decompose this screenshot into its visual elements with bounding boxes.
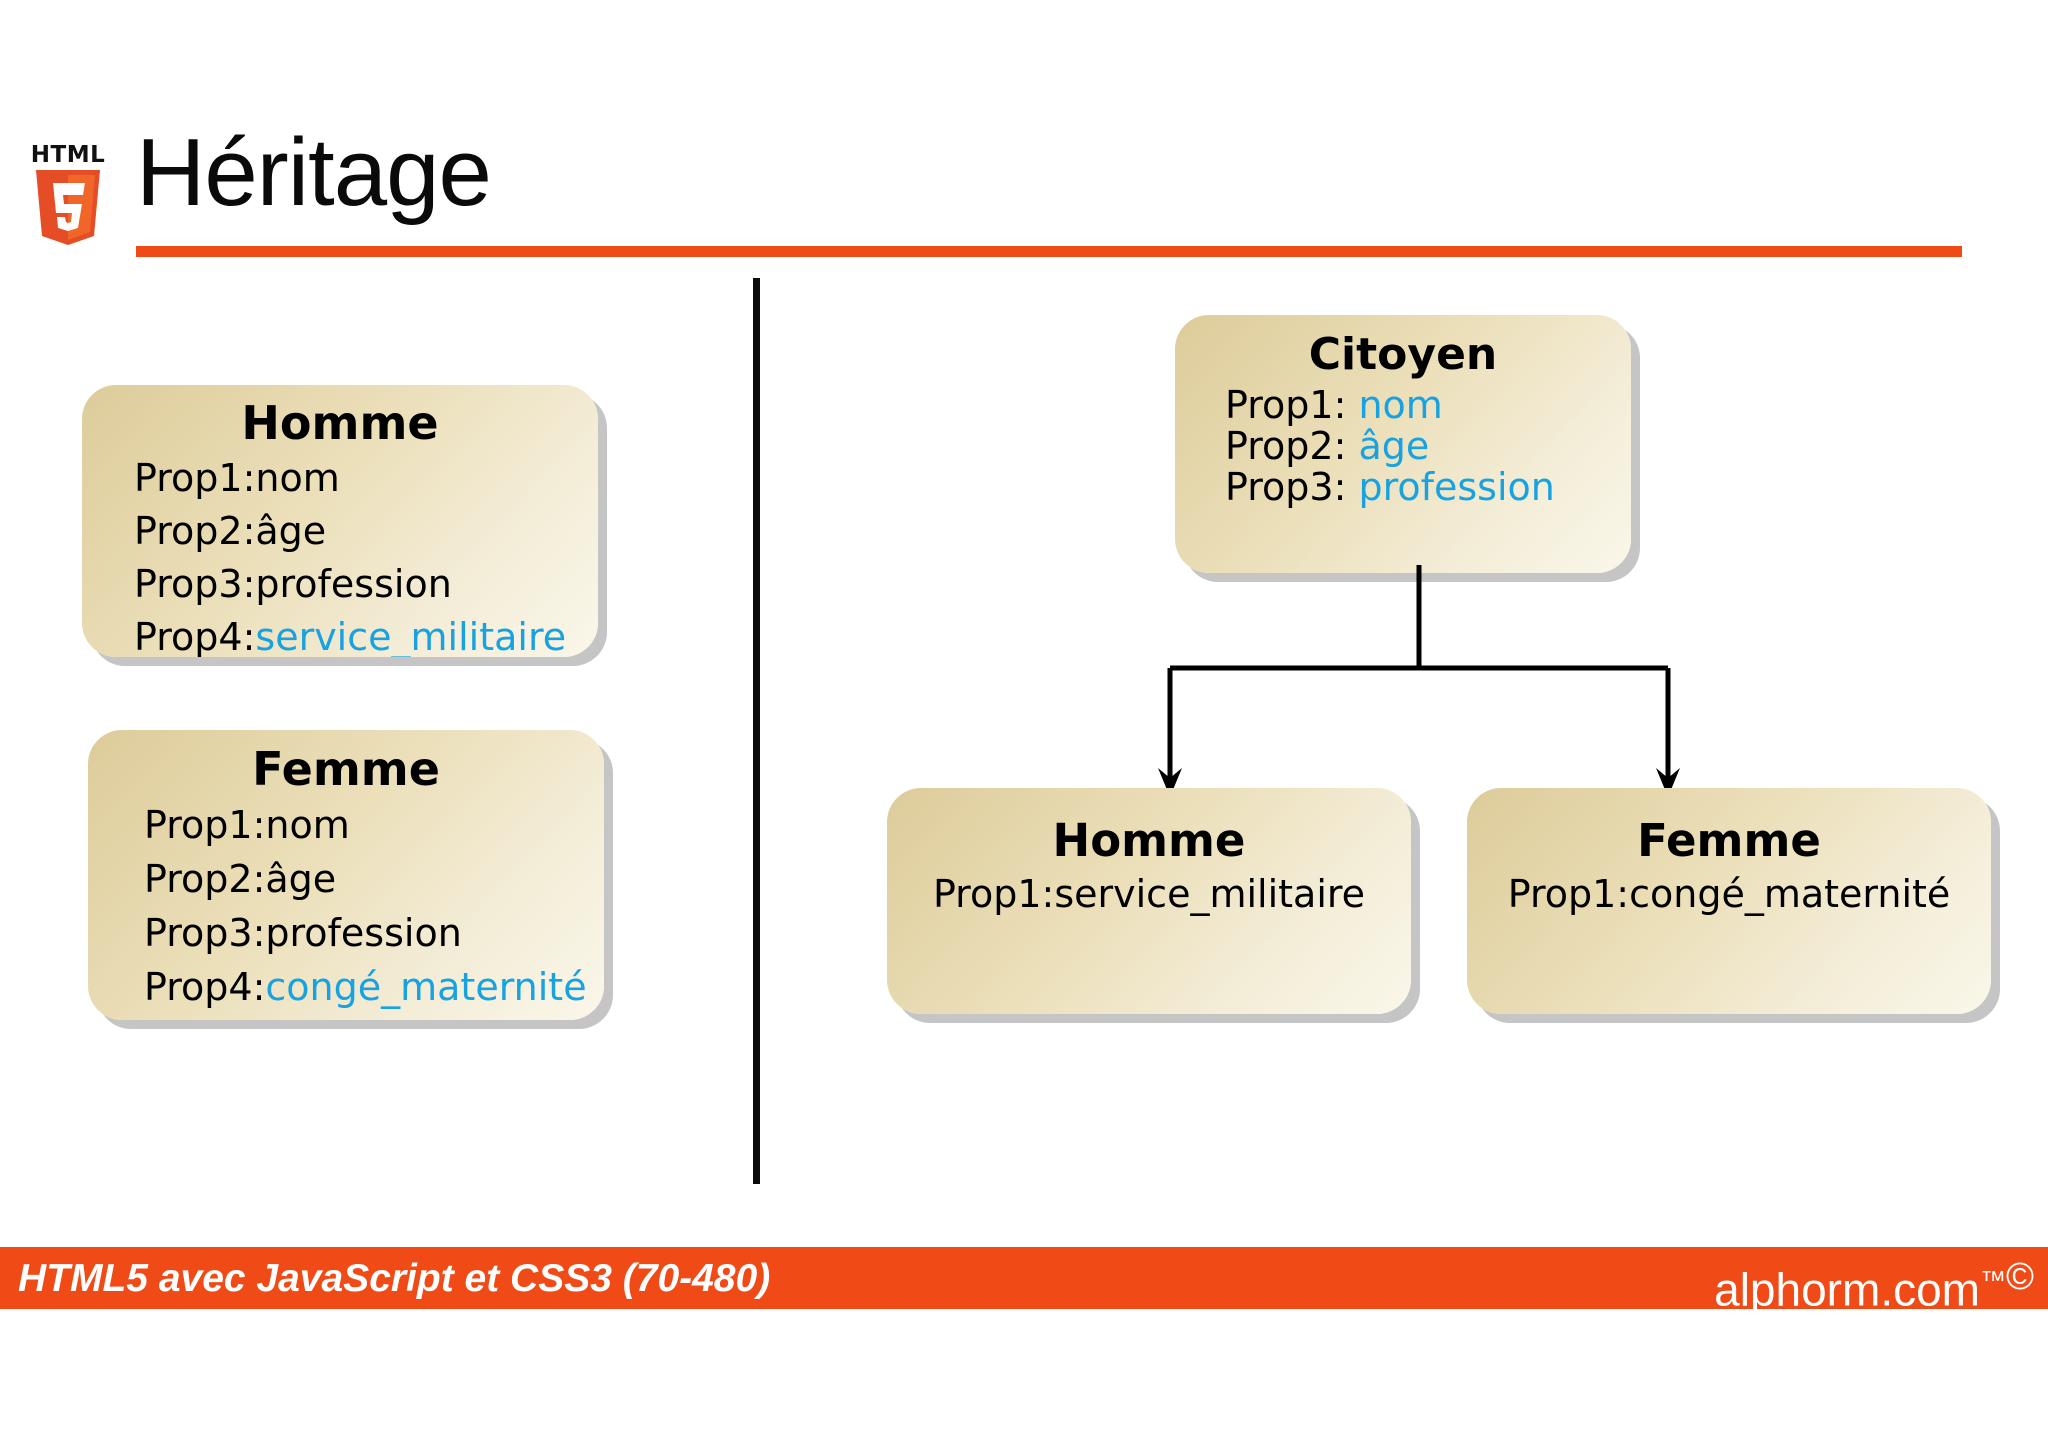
property-label: Prop1: (1225, 383, 1359, 427)
class-title: Homme (1052, 814, 1246, 867)
property-label: Prop2: (1225, 424, 1359, 468)
property-label: Prop4: (144, 965, 266, 1009)
property-row: Prop1:service_militaire (887, 870, 1411, 918)
property-row: Prop4:service_militaire (134, 611, 598, 657)
class-box-femme-flat: Femme Prop1:nom Prop2:âge Prop3:professi… (88, 730, 604, 1020)
copyright-symbol: © (2006, 1256, 2034, 1298)
property-label: Prop4: (134, 615, 256, 657)
property-list: Prop1: nom Prop2: âge Prop3: profession (1175, 385, 1631, 508)
property-row: Prop2:âge (134, 505, 598, 558)
property-label: Prop3: (134, 562, 256, 606)
property-row: Prop2: âge (1225, 426, 1631, 467)
class-title: Femme (1637, 814, 1821, 867)
property-value-highlighted: âge (1358, 424, 1430, 468)
footer-brand: alphorm.com™© (1714, 1248, 2034, 1318)
footer-bar (0, 1247, 2048, 1309)
class-box-homme-child: Homme Prop1:service_militaire (887, 788, 1411, 1014)
property-row: Prop3:profession (144, 906, 604, 960)
property-value-highlighted: congé_maternité (265, 965, 587, 1009)
property-list: Prop1:service_militaire (887, 870, 1411, 918)
property-label: Prop3: (1225, 465, 1359, 509)
class-box-femme-child: Femme Prop1:congé_maternité (1467, 788, 1991, 1014)
slide-header: HTML Héritage (0, 0, 2048, 270)
property-value: nom (265, 803, 350, 847)
property-value-highlighted: service_militaire (255, 615, 567, 657)
property-value: congé_maternité (1629, 872, 1951, 916)
property-row: Prop1:nom (144, 798, 604, 852)
svg-text:HTML: HTML (31, 142, 105, 168)
property-value-highlighted: profession (1358, 465, 1555, 509)
inheritance-connector-lines (1130, 565, 1870, 800)
property-row: Prop1:congé_maternité (1467, 870, 1991, 918)
class-box-citoyen: Citoyen Prop1: nom Prop2: âge Prop3: pro… (1175, 315, 1631, 573)
property-list: Prop1:nom Prop2:âge Prop3:profession Pro… (82, 452, 598, 657)
class-title: Femme (252, 742, 440, 796)
property-row: Prop4:congé_maternité (144, 960, 604, 1014)
html5-logo-icon: HTML (26, 138, 110, 248)
property-label: Prop2: (134, 509, 256, 553)
property-list: Prop1:congé_maternité (1467, 870, 1991, 918)
trademark-symbol: ™ (1980, 1265, 2006, 1295)
property-row: Prop3: profession (1225, 467, 1631, 508)
title-underline-rule (136, 246, 1962, 257)
property-value-highlighted: nom (1358, 383, 1443, 427)
class-title: Citoyen (1308, 329, 1498, 380)
property-label: Prop2: (144, 857, 266, 901)
property-list: Prop1:nom Prop2:âge Prop3:profession Pro… (88, 798, 604, 1014)
property-row: Prop1: nom (1225, 385, 1631, 426)
property-value: nom (255, 456, 340, 500)
brand-name: alphorm.com (1714, 1263, 1980, 1316)
property-label: Prop3: (144, 911, 266, 955)
property-value: âge (265, 857, 337, 901)
property-value: âge (255, 509, 327, 553)
property-row: Prop2:âge (144, 852, 604, 906)
property-value: profession (255, 562, 452, 606)
footer-course-label: HTML5 avec JavaScript et CSS3 (70-480) (18, 1257, 771, 1300)
class-box-homme-flat: Homme Prop1:nom Prop2:âge Prop3:professi… (82, 385, 598, 657)
property-label: Prop1: (134, 456, 256, 500)
page-title: Héritage (136, 119, 492, 226)
property-label: Prop1: (932, 872, 1055, 916)
property-value: profession (265, 911, 462, 955)
property-label: Prop1: (144, 803, 266, 847)
class-title: Homme (241, 396, 439, 450)
property-row: Prop1:nom (134, 452, 598, 505)
property-label: Prop1: (1507, 872, 1630, 916)
property-value: service_militaire (1054, 872, 1366, 916)
property-row: Prop3:profession (134, 558, 598, 611)
panel-divider (753, 278, 760, 1184)
